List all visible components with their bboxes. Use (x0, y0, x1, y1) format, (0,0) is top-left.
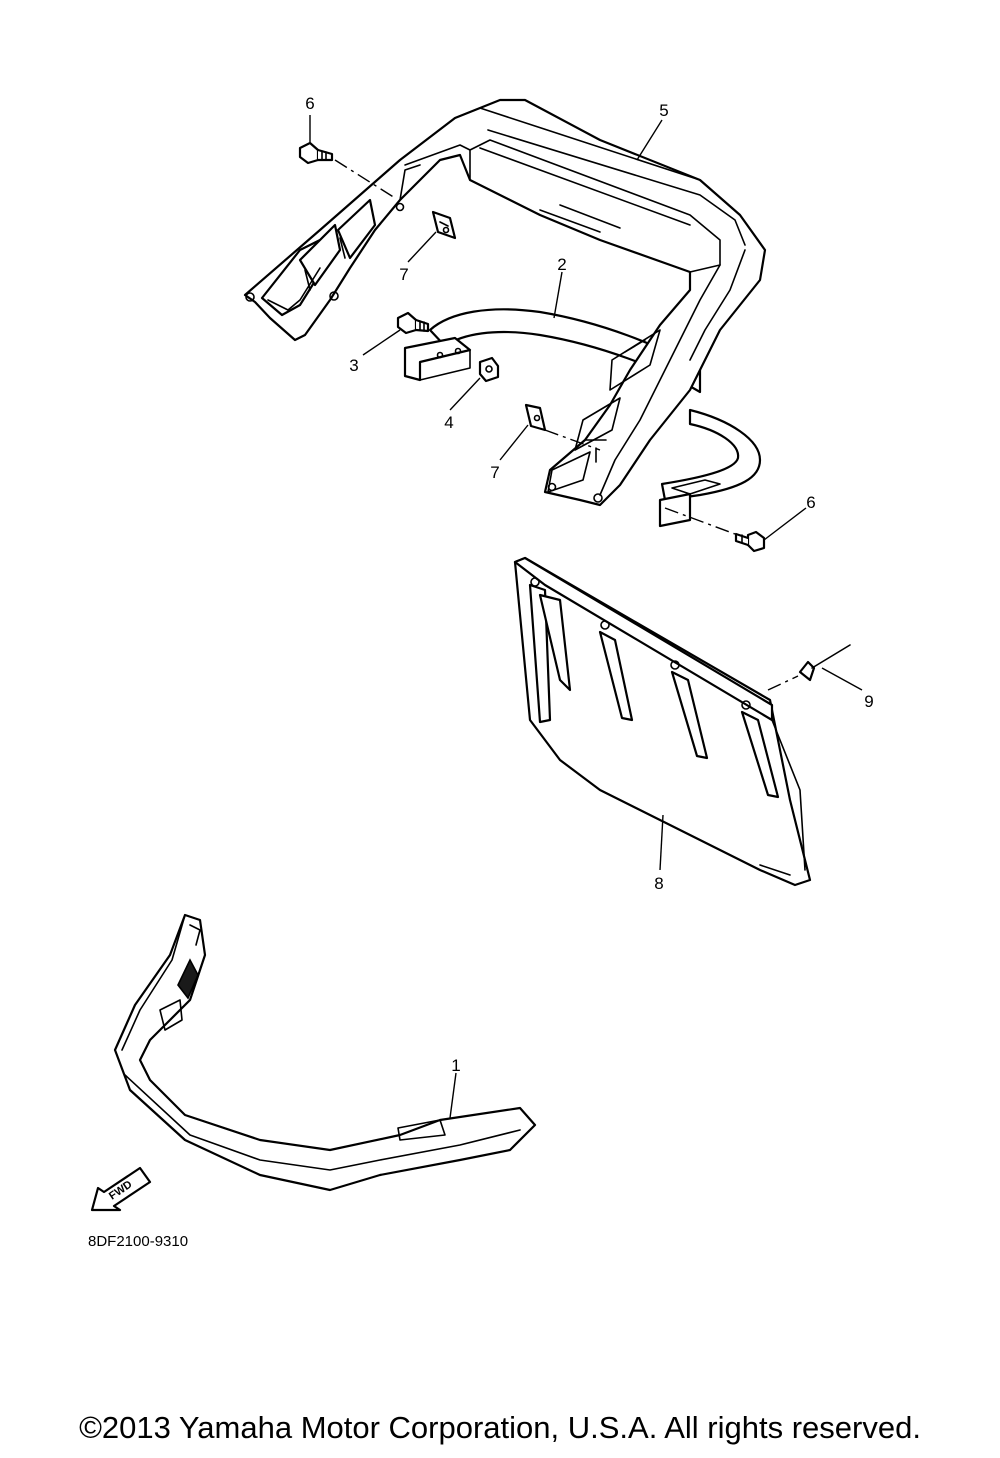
clip-7-mid (524, 403, 547, 432)
callout-1: 1 (451, 1056, 460, 1075)
align-line-right (664, 507, 736, 535)
bolt-6-right (734, 530, 766, 553)
bolt-3 (396, 311, 430, 335)
leader-7-top (407, 231, 437, 263)
leader-9 (821, 667, 863, 691)
leader-4 (449, 377, 481, 411)
part-1-front-bumper (113, 913, 537, 1192)
leader-8 (659, 814, 664, 871)
callout-8: 8 (654, 874, 663, 893)
diagram-code: 8DF2100-9310 (88, 1233, 188, 1250)
part-5-rear-frame (243, 98, 767, 507)
leader-7-mid (499, 424, 529, 461)
callout-6-top: 6 (305, 94, 314, 113)
leader-5 (636, 119, 663, 161)
callout-7-mid: 7 (490, 463, 499, 482)
callout-2: 2 (557, 255, 566, 274)
callout-7-top: 7 (399, 265, 408, 284)
callout-5: 5 (659, 101, 668, 120)
rivet-9 (798, 644, 851, 682)
leader-3 (362, 329, 401, 356)
callout-9: 9 (864, 692, 873, 711)
copyright-notice: ©2013 Yamaha Motor Corporation, U.S.A. A… (79, 1410, 921, 1445)
leader-6-right (763, 507, 807, 541)
callout-6-right: 6 (806, 493, 815, 512)
part-2-rear-bar (403, 308, 762, 528)
nut-4 (478, 356, 500, 383)
align-line-top (334, 159, 396, 199)
part-8-snow-flap (513, 556, 812, 887)
leader-1 (449, 1072, 457, 1119)
fwd-arrow: FWD (90, 1166, 152, 1212)
callout-3: 3 (349, 356, 358, 375)
clip-7-top (431, 210, 457, 240)
bolt-6-top (298, 141, 334, 165)
align-line-mid (544, 429, 601, 451)
leader-2 (553, 271, 563, 319)
callout-4: 4 (444, 413, 453, 432)
align-line-rivet (767, 675, 799, 691)
